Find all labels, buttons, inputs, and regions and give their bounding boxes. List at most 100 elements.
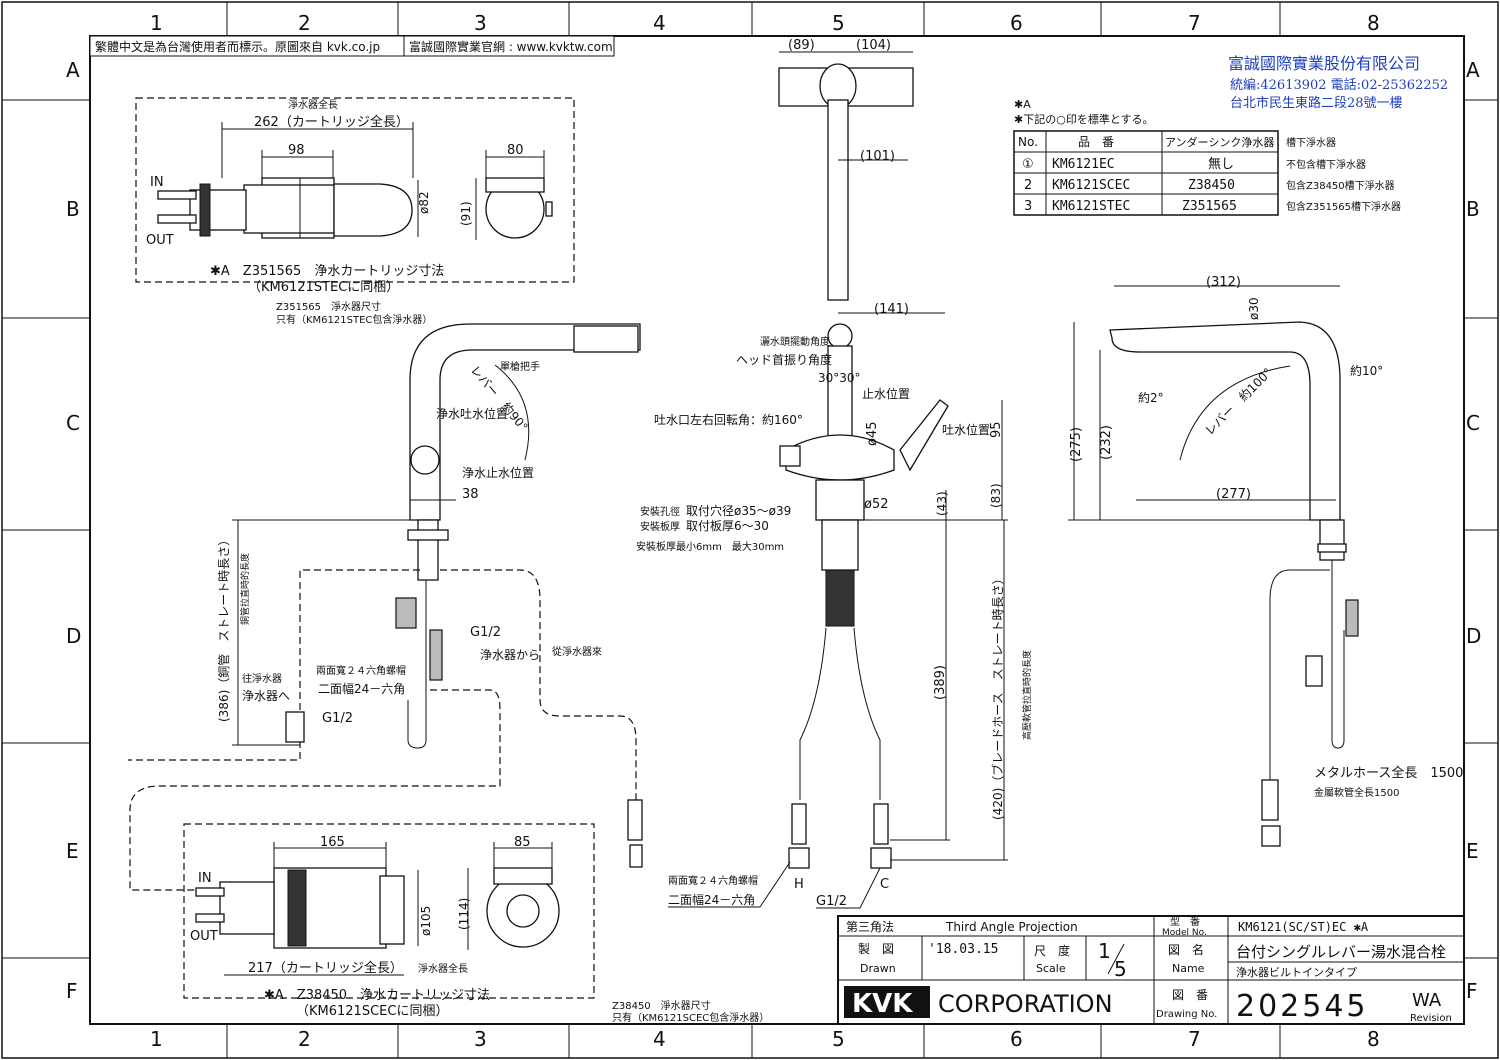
scale-denominator: 5 [1114, 957, 1127, 981]
dim-262: 262（カートリッジ全長） [254, 114, 409, 130]
scale-en: Scale [1036, 962, 1066, 975]
dim-98: 98 [288, 143, 305, 158]
faucet-right-view: (312) ø30 約10° 約2° レバー 約100° (275) (232)… [1068, 275, 1463, 847]
dim-2: 約2° [1138, 390, 1164, 405]
projection-jp: 第三角法 [846, 920, 894, 934]
table-side-note: 包含Z351565槽下淨水器 [1286, 200, 1401, 213]
header-note-box-right [403, 35, 615, 57]
name-jp: 図 名 [1168, 942, 1204, 957]
title-block: 第三角法 Third Angle Projection 型 番 Model No… [837, 915, 1465, 1025]
hole-label: 取付穴径ø35～ø39 [686, 503, 791, 518]
company-contact: 統編:42613902 電話:02-25362252 [1230, 77, 1448, 93]
dim-95: 95 [989, 421, 1004, 438]
purify-stop: 浄水止水位置 [462, 465, 534, 480]
label-out: OUT [146, 233, 174, 248]
dim-80: 80 [507, 143, 524, 158]
col-label: 1 [150, 1027, 163, 1051]
cartridge-top-subtitle: （KM6121STECに同梱） [248, 280, 399, 295]
grid-labels: 1 2 3 4 5 6 7 8 1 2 3 4 5 6 7 8 A B C D … [66, 11, 1481, 1051]
from-filter-cn: 從淨水器來 [552, 645, 602, 658]
label-in: IN [150, 175, 164, 190]
col-label: 5 [832, 11, 845, 35]
hose-label-cn: 金屬軟管全長1500 [1314, 786, 1399, 799]
table-cell: 3 [1024, 199, 1032, 214]
table-cell: Z351565 [1182, 199, 1237, 214]
dim-277: (277) [1216, 487, 1251, 502]
dim-10: 約10° [1350, 363, 1383, 378]
header-note-right: 富誠國際實業官網 : www.kvktw.com [409, 39, 613, 54]
drawn-date: '18.03.15 [928, 942, 998, 957]
head-label: ヘッド首振り角度 [736, 352, 832, 367]
model-label-jp: 型 番 [1170, 915, 1200, 928]
dim-105: ø105 [419, 906, 433, 936]
drawing-name: 台付シングルレバー湯水混合栓 [1236, 943, 1446, 961]
table-cell: KM6121EC [1052, 157, 1115, 172]
from-filter: 浄水器から [480, 648, 540, 662]
hex-center: 二面幅24－六角 [668, 892, 755, 907]
purify-outlet: 浄水吐水位置 [436, 406, 508, 421]
dim-165: 165 [320, 835, 345, 850]
drawno-jp: 図 番 [1172, 988, 1208, 1002]
label-in-b: IN [198, 871, 212, 886]
stop-label: 止水位置 [862, 386, 910, 401]
g12-center: G1/2 [816, 894, 847, 909]
to-filter-cn: 往淨水器 [242, 672, 282, 685]
row-label: D [66, 624, 81, 648]
to-filter: 浄水器へ [242, 689, 290, 703]
name-en: Name [1172, 962, 1205, 975]
cartridge-bottom-view: 165 85 ø105 IN OUT (114) 217（カートリッジ全長） 淨… [183, 823, 769, 1024]
company-name: 富誠國際實業股份有限公司 [1228, 54, 1420, 73]
company-address: 台北市民生東路二段28號一樓 [1230, 95, 1403, 111]
dim-85: 85 [514, 835, 531, 850]
label-h: H [794, 877, 804, 892]
cartridge-top-cn1: Z351565 淨水器尺寸 [276, 300, 381, 313]
dim-38: 38 [462, 487, 479, 502]
model-number: KM6121(SC/ST)EC ✱A [1238, 920, 1369, 934]
dim-83: (83) [989, 483, 1003, 508]
cartridge-top-view: 淨水器全長 262（カートリッジ全長） 98 80 ø82 IN OUT (91… [135, 97, 575, 326]
hex-cn-left: 兩面寬２４六角螺帽 [316, 664, 406, 677]
col-label: 2 [298, 1027, 311, 1051]
table-header-part: 品 番 [1078, 135, 1114, 149]
handle-cn: 單槍把手 [500, 360, 540, 373]
col-label: 6 [1010, 11, 1023, 35]
revision: WA [1412, 990, 1442, 1011]
projection-en: Third Angle Projection [945, 920, 1078, 934]
row-label: A [1466, 58, 1480, 82]
hose-label: メタルホース全長 1500 [1314, 765, 1463, 781]
table-note1: ✱A [1014, 98, 1031, 111]
table-cell: 無し [1208, 157, 1234, 172]
model-label-en: Model No. [1162, 928, 1207, 938]
table-note2: ✱下記の○印を標準とする。 [1014, 112, 1153, 126]
table-cell: KM6121STEC [1052, 199, 1130, 214]
cartridge-bottom-cn1: Z38450 淨水器尺寸 [612, 999, 711, 1012]
table-cell: KM6121SCEC [1052, 178, 1130, 193]
cartridge-bottom-total: 淨水器全長 [418, 962, 468, 975]
hose-cn: 高壓軟管拉直時的長度 [1021, 650, 1033, 740]
dim-91: (91) [459, 201, 473, 226]
dim-232: (232) [1099, 425, 1114, 460]
table-header-filter: アンダーシンク浄水器 [1165, 135, 1274, 149]
label-c: C [880, 877, 889, 892]
dim-420: (420)（ブレードホース ストレート時長さ） [990, 572, 1005, 820]
dim-141: (141) [874, 302, 909, 317]
table-side-note: 包含Z38450槽下淨水器 [1286, 179, 1395, 192]
scale-numerator: 1 [1098, 939, 1111, 963]
dim-389: (389) [933, 665, 948, 700]
dim-386: (386)（銅管 ストレート時長さ） [216, 534, 231, 722]
dim-104: (104) [856, 38, 891, 53]
cartridge-top-title: ✱A Z351565 浄水カートリッジ寸法 [210, 264, 444, 279]
row-label: B [1466, 197, 1480, 221]
drawno-en: Drawing No. [1156, 1009, 1217, 1020]
drawing-subname: 浄水器ビルトインタイプ [1236, 965, 1357, 979]
row-label: E [1466, 839, 1479, 863]
table-header-no: No. [1018, 135, 1038, 149]
outlet-label: 吐水位置 [942, 422, 990, 437]
head-angle: 30°30° [818, 371, 861, 385]
col-label: 1 [150, 11, 163, 35]
row-label: F [1466, 979, 1478, 1003]
col-label: 6 [1010, 1027, 1023, 1051]
table-cell: ① [1022, 157, 1034, 172]
